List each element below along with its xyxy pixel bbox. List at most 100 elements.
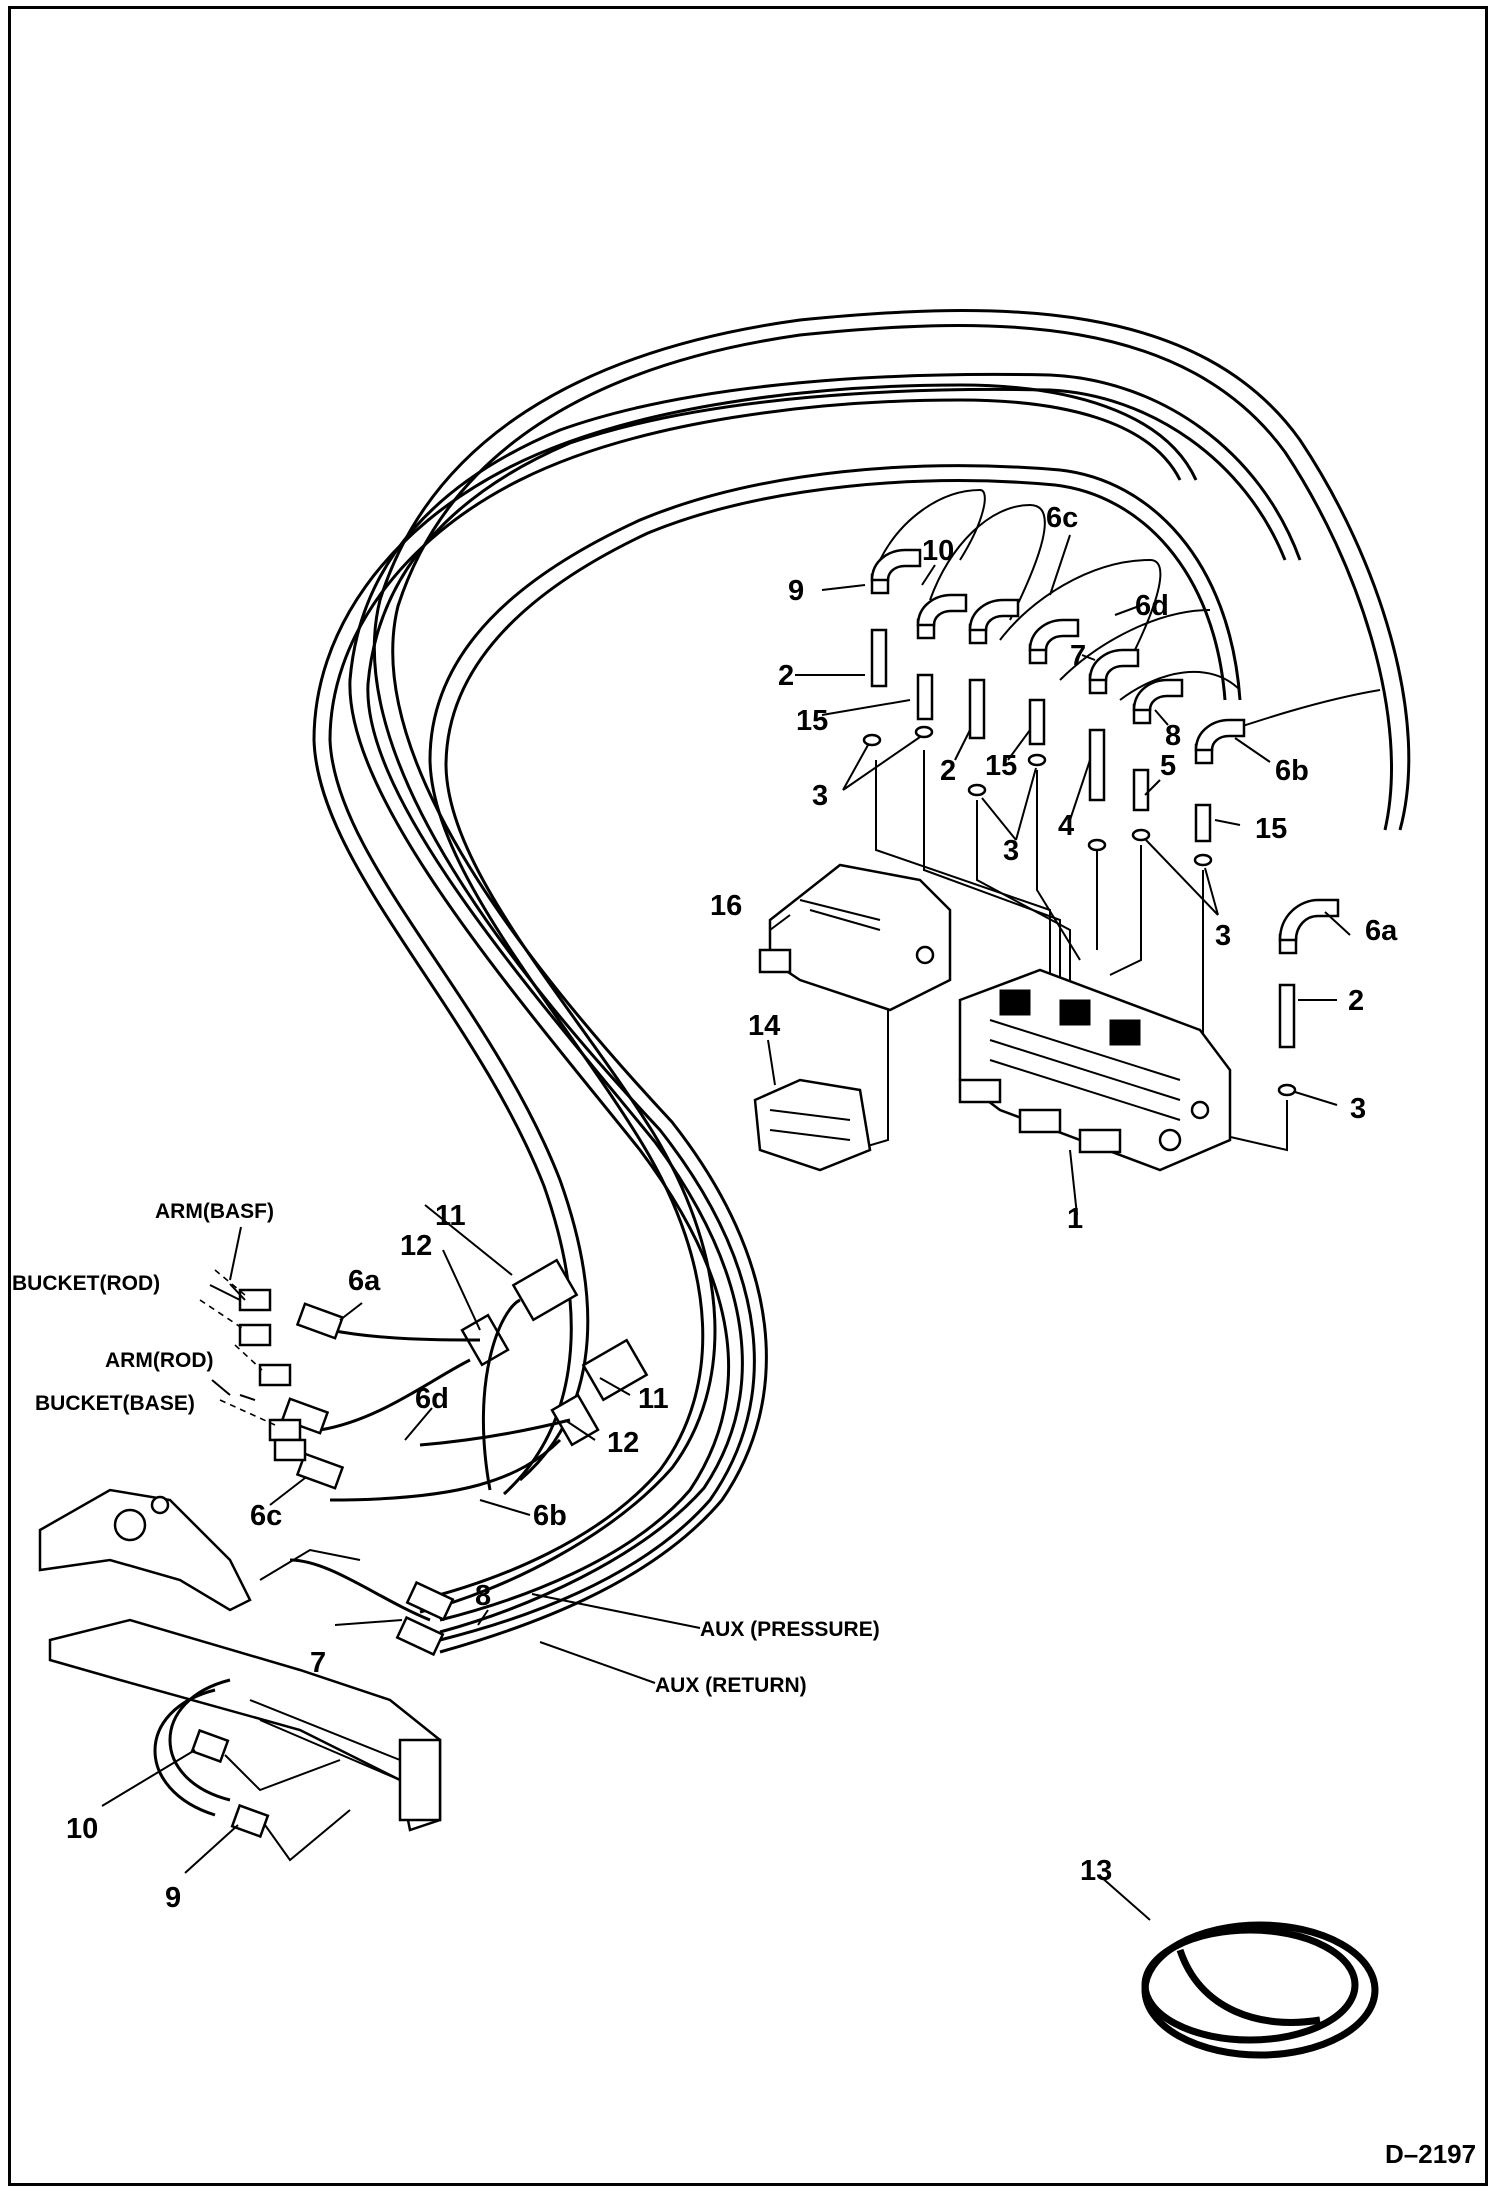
callout-10-low: 10 bbox=[66, 1813, 98, 1845]
fitting-6c bbox=[968, 598, 1020, 645]
adapter-15 bbox=[1028, 698, 1046, 746]
callout-3: 3 bbox=[812, 780, 828, 812]
fitting-6a-upper bbox=[1278, 898, 1340, 955]
hose-line bbox=[1059, 609, 1211, 681]
fitting-10-upper bbox=[916, 593, 968, 640]
clamp-12 bbox=[550, 1393, 600, 1447]
callout-9-low: 9 bbox=[165, 1882, 181, 1914]
o-ring-3 bbox=[967, 783, 987, 797]
callout-3: 3 bbox=[1003, 835, 1019, 867]
callout-16: 16 bbox=[710, 890, 742, 922]
short-hoses bbox=[879, 488, 1381, 741]
callout-14: 14 bbox=[748, 1010, 780, 1042]
hose-line bbox=[391, 324, 1393, 1654]
callout-4: 4 bbox=[1058, 810, 1074, 842]
label-bucket-base: BUCKET(BASE) bbox=[35, 1392, 195, 1415]
callout-10-top: 10 bbox=[922, 535, 954, 567]
callout-2: 2 bbox=[1348, 985, 1364, 1017]
callout-7-top: 7 bbox=[1070, 640, 1086, 672]
callout-3: 3 bbox=[1350, 1093, 1366, 1125]
leader-lines bbox=[101, 534, 1351, 1921]
callout-15: 15 bbox=[796, 705, 828, 737]
o-ring-3 bbox=[914, 725, 934, 739]
adapter-2 bbox=[968, 678, 986, 740]
hose-line bbox=[419, 464, 1242, 1602]
callout-8-top: 8 bbox=[1165, 720, 1181, 752]
adapter-2 bbox=[870, 628, 888, 688]
hose-line bbox=[419, 479, 1227, 1614]
hose-bundle bbox=[312, 309, 1411, 1654]
page-border bbox=[8, 6, 1488, 2186]
connection-line bbox=[1036, 770, 1081, 961]
hose-line bbox=[373, 309, 1411, 1642]
hose-clamps bbox=[319, 1258, 649, 1502]
callout-3: 3 bbox=[1215, 920, 1231, 952]
hose-line bbox=[312, 383, 1198, 1496]
callout-6c-low: 6c bbox=[250, 1500, 282, 1532]
adapter-4 bbox=[1088, 728, 1106, 802]
callout-2: 2 bbox=[940, 755, 956, 787]
hose-line bbox=[929, 503, 1046, 621]
callout-11: 11 bbox=[435, 1200, 466, 1232]
o-ring-3 bbox=[862, 733, 882, 747]
callout-12: 12 bbox=[400, 1230, 432, 1262]
callout-6b-top: 6b bbox=[1275, 755, 1309, 787]
label-aux-pressure: AUX (PRESSURE) bbox=[700, 1618, 880, 1641]
hose-line bbox=[348, 372, 1302, 1622]
fitting-6c-lower bbox=[295, 1452, 345, 1490]
hose-line bbox=[999, 558, 1162, 661]
upper-fittings bbox=[862, 548, 1340, 1152]
control-valve bbox=[958, 968, 1232, 1172]
label-aux-return: AUX (RETURN) bbox=[655, 1674, 807, 1697]
connection-line bbox=[1109, 845, 1142, 976]
bracket-14 bbox=[753, 1078, 872, 1172]
fitting-7-upper bbox=[1088, 648, 1140, 695]
fitting-6b-upper bbox=[1194, 718, 1246, 765]
fitting-8-upper bbox=[1132, 678, 1184, 725]
callout-7-low: 7 bbox=[310, 1647, 326, 1679]
callout-6b-low: 6b bbox=[533, 1500, 567, 1532]
hose-line bbox=[1119, 670, 1241, 701]
callout-11: 11 bbox=[638, 1383, 669, 1415]
hose-line bbox=[328, 398, 1182, 1482]
fitting-6a-lower bbox=[295, 1302, 345, 1340]
lower-fittings bbox=[199, 1269, 345, 1490]
label-bucket-rod: BUCKET(ROD) bbox=[12, 1272, 160, 1295]
connection-line bbox=[923, 750, 1061, 985]
connection-line bbox=[976, 800, 1071, 990]
hose-line bbox=[879, 488, 986, 561]
fitting-9-lower bbox=[230, 1803, 270, 1839]
adapter-15 bbox=[916, 673, 934, 721]
connection-line bbox=[875, 760, 1051, 980]
o-ring-3 bbox=[1027, 753, 1047, 767]
o-ring-3 bbox=[1193, 853, 1213, 867]
o-ring-3 bbox=[1131, 828, 1151, 842]
callouts: 1 2 2 2 3 3 3 3 4 5 6a 6b 6c 6d 6a 6b 6c… bbox=[66, 502, 1398, 1914]
fitting-10-lower bbox=[190, 1728, 230, 1764]
label-arm-rod: ARM(ROD) bbox=[105, 1349, 213, 1372]
callout-9-top: 9 bbox=[788, 575, 804, 607]
clamp-11 bbox=[581, 1338, 649, 1402]
fitting-9-upper bbox=[870, 548, 922, 595]
o-ring-3 bbox=[1087, 838, 1107, 852]
callout-1: 1 bbox=[1067, 1203, 1083, 1235]
callout-2: 2 bbox=[778, 660, 794, 692]
callout-15: 15 bbox=[985, 750, 1017, 782]
callout-8-low: 8 bbox=[475, 1580, 491, 1612]
adapter-15 bbox=[1194, 803, 1212, 843]
port-labels: ARM(BASF) BUCKET(ROD) ARM(ROD) BUCKET(BA… bbox=[12, 1200, 880, 1697]
callout-13: 13 bbox=[1080, 1855, 1112, 1887]
callout-15: 15 bbox=[1255, 813, 1287, 845]
callout-6d-low: 6d bbox=[415, 1383, 449, 1415]
boom-structure bbox=[38, 1488, 455, 1862]
callout-6a-low: 6a bbox=[348, 1265, 381, 1297]
callout-6d-top: 6d bbox=[1135, 590, 1169, 622]
label-arm-base: ARM(BASF) bbox=[155, 1200, 274, 1223]
figure-reference: D–2197 bbox=[1385, 2139, 1476, 2169]
callout-12: 12 bbox=[607, 1427, 639, 1459]
clamp-11 bbox=[511, 1258, 579, 1322]
callout-6c-top: 6c bbox=[1046, 502, 1078, 534]
hose-coil-13 bbox=[1141, 1921, 1379, 2059]
callout-5: 5 bbox=[1160, 750, 1176, 782]
